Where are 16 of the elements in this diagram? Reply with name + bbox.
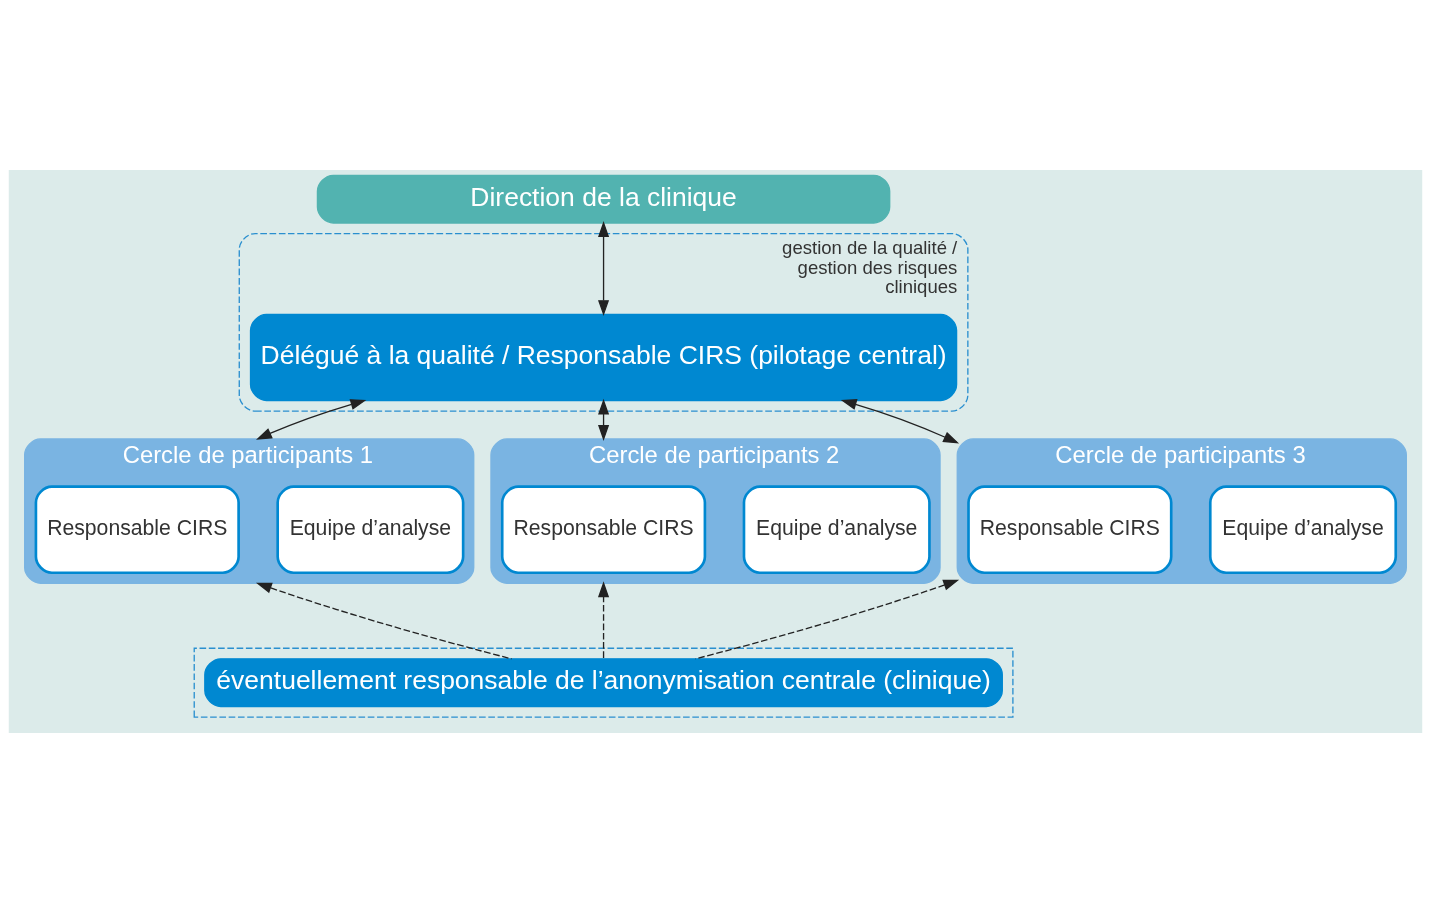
- arrow: [256, 399, 367, 440]
- node-box: Responsable CIRS: [500, 485, 707, 575]
- arrow: [255, 582, 513, 660]
- arrow: [598, 221, 610, 317]
- node-box: Direction de la clinique: [316, 174, 891, 224]
- arrow: [840, 399, 960, 444]
- node-box: Equipe d’analyse: [1208, 485, 1398, 575]
- node-box: Délégué à la qualité / Responsable CIRS (pilotage central): [249, 313, 958, 402]
- arrow: [598, 398, 610, 441]
- node-box: Equipe d’analyse: [742, 485, 931, 575]
- cluster: [193, 647, 1014, 718]
- node-box: Responsable CIRS: [967, 485, 1173, 575]
- node-box: Equipe d’analyse: [276, 485, 465, 575]
- node-box: Responsable CIRS: [34, 485, 240, 575]
- node-box: éventuellement responsable de l’anonymisation centrale (clinique): [204, 658, 1003, 708]
- arrow: [598, 581, 610, 660]
